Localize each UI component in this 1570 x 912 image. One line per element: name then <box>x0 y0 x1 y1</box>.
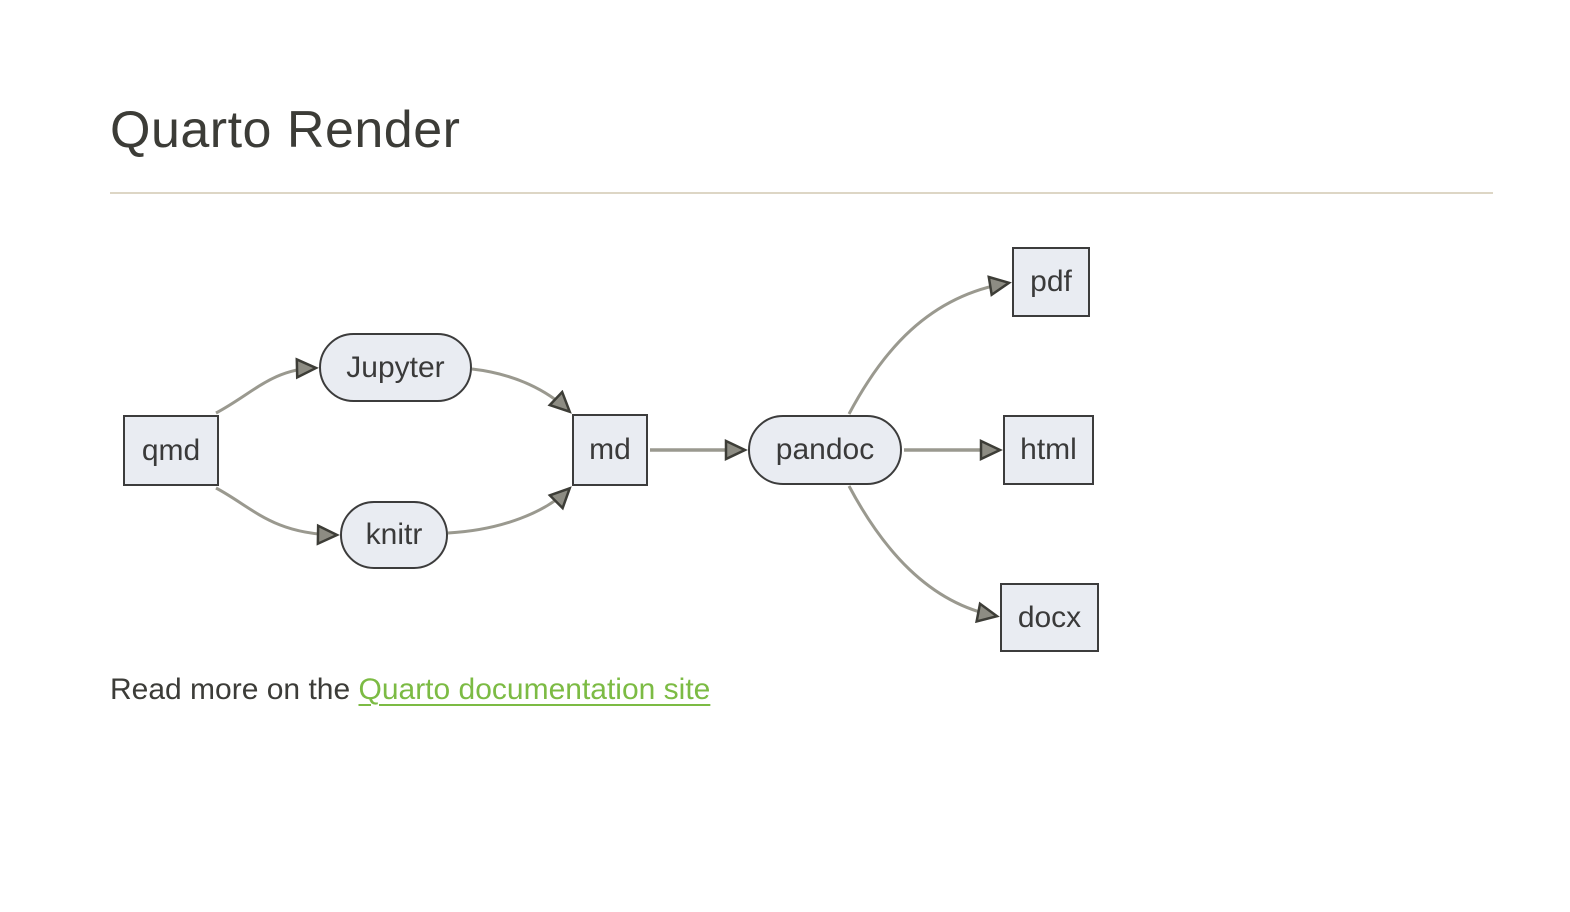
edge-pandoc-pdf <box>847 275 1012 415</box>
edge-qmd-jupyter <box>215 357 319 415</box>
node-label: Jupyter <box>346 350 445 384</box>
node-label: docx <box>1017 600 1082 634</box>
quarto-docs-link[interactable]: Quarto documentation site <box>358 673 711 706</box>
node-qmd: qmd <box>123 415 219 486</box>
node-knitr: knitr <box>340 501 448 569</box>
edge-qmd-knitr <box>215 486 340 546</box>
edge-knitr-md <box>447 486 572 535</box>
node-label: pdf <box>1030 265 1072 298</box>
node-label: md <box>589 433 631 466</box>
edge-pandoc-docx <box>847 485 1000 624</box>
node-pdf: pdf <box>1012 247 1090 317</box>
edge-jupyter-md <box>471 367 572 414</box>
node-md: md <box>572 414 648 486</box>
node-label: pandoc <box>775 433 875 466</box>
title-divider <box>110 192 1493 194</box>
page-title: Quarto Render <box>110 101 461 159</box>
read-more-text: Read more on the Quarto documentation si… <box>110 672 710 708</box>
node-label: knitr <box>365 518 423 551</box>
read-more-prefix: Read more on the <box>110 673 359 706</box>
node-label: qmd <box>141 433 201 467</box>
node-html: html <box>1003 415 1094 485</box>
node-label: html <box>1020 433 1077 466</box>
node-docx: docx <box>1000 583 1099 652</box>
node-pandoc: pandoc <box>748 415 902 485</box>
node-jupyter: Jupyter <box>319 333 472 402</box>
